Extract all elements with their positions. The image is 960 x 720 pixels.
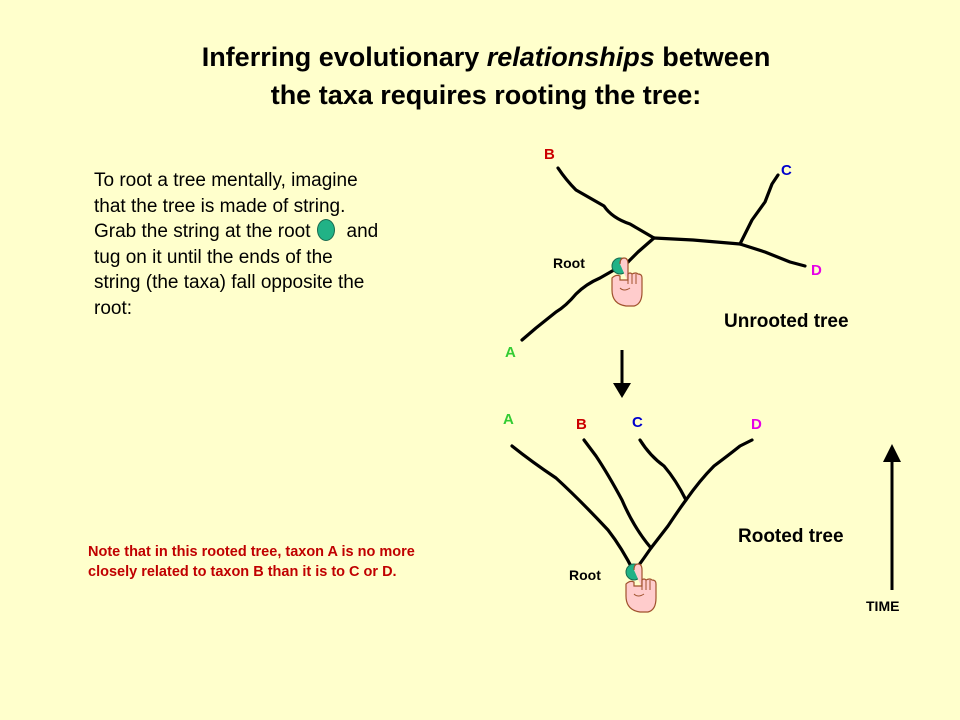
rooted-taxon-B: B bbox=[576, 416, 587, 433]
rooted-taxon-C: C bbox=[632, 414, 643, 431]
branch-to-D bbox=[738, 242, 807, 268]
unrooted-taxon-C: C bbox=[781, 162, 792, 179]
internal-branch bbox=[652, 236, 742, 246]
rooted-root-label: Root bbox=[569, 567, 601, 583]
down-arrow-icon bbox=[613, 350, 631, 398]
unrooted-taxon-D: D bbox=[811, 262, 822, 279]
unrooted-taxon-B: B bbox=[544, 146, 555, 163]
time-label: TIME bbox=[866, 598, 900, 614]
time-arrow-icon bbox=[883, 444, 901, 590]
instructions-text: To root a tree mentally, imagine that th… bbox=[94, 170, 379, 319]
branch-to-A-rooted bbox=[510, 444, 636, 574]
title-line-2: the taxa requires rooting the tree: bbox=[270, 80, 702, 110]
branch-to-A bbox=[520, 260, 630, 342]
unrooted-root-label: Root bbox=[553, 255, 585, 271]
rooted-tree bbox=[510, 438, 754, 574]
branch-to-B-rooted bbox=[582, 438, 653, 550]
slide-title: Inferring evolutionary relationships bet… bbox=[0, 38, 960, 114]
unrooted-tree bbox=[520, 166, 807, 342]
title-line-1: Inferring evolutionary relationships bet… bbox=[201, 42, 771, 72]
title-emphasis: relationships bbox=[486, 42, 655, 72]
branch-to-C bbox=[738, 173, 780, 246]
note-text: Note that in this rooted tree, taxon A i… bbox=[88, 544, 415, 580]
branch-to-root bbox=[626, 236, 656, 264]
branch-to-D-rooted bbox=[684, 438, 754, 502]
rooted-taxon-A: A bbox=[503, 411, 514, 428]
branch-to-B bbox=[556, 166, 656, 240]
rooted-taxon-D: D bbox=[751, 416, 762, 433]
branch-to-C-rooted bbox=[632, 438, 688, 574]
unrooted-taxon-A: A bbox=[505, 344, 516, 361]
unrooted-tree-label: Unrooted tree bbox=[724, 311, 849, 332]
root-node-icon bbox=[316, 219, 335, 241]
rooted-tree-label: Rooted tree bbox=[738, 526, 844, 547]
